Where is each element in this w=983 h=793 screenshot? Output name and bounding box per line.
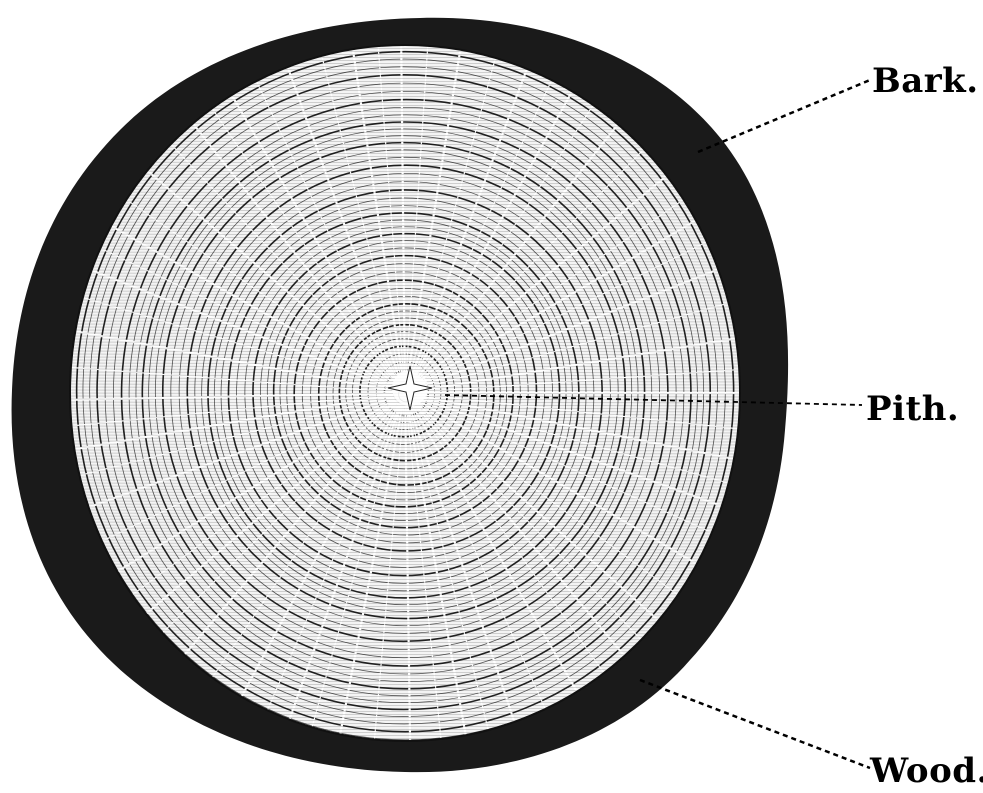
wood-leader-line bbox=[640, 680, 870, 768]
bark-label: Bark. bbox=[872, 64, 979, 98]
bark-leader-line bbox=[698, 80, 870, 152]
wood-label: Wood. bbox=[870, 754, 983, 788]
pith-label: Pith. bbox=[866, 392, 959, 426]
